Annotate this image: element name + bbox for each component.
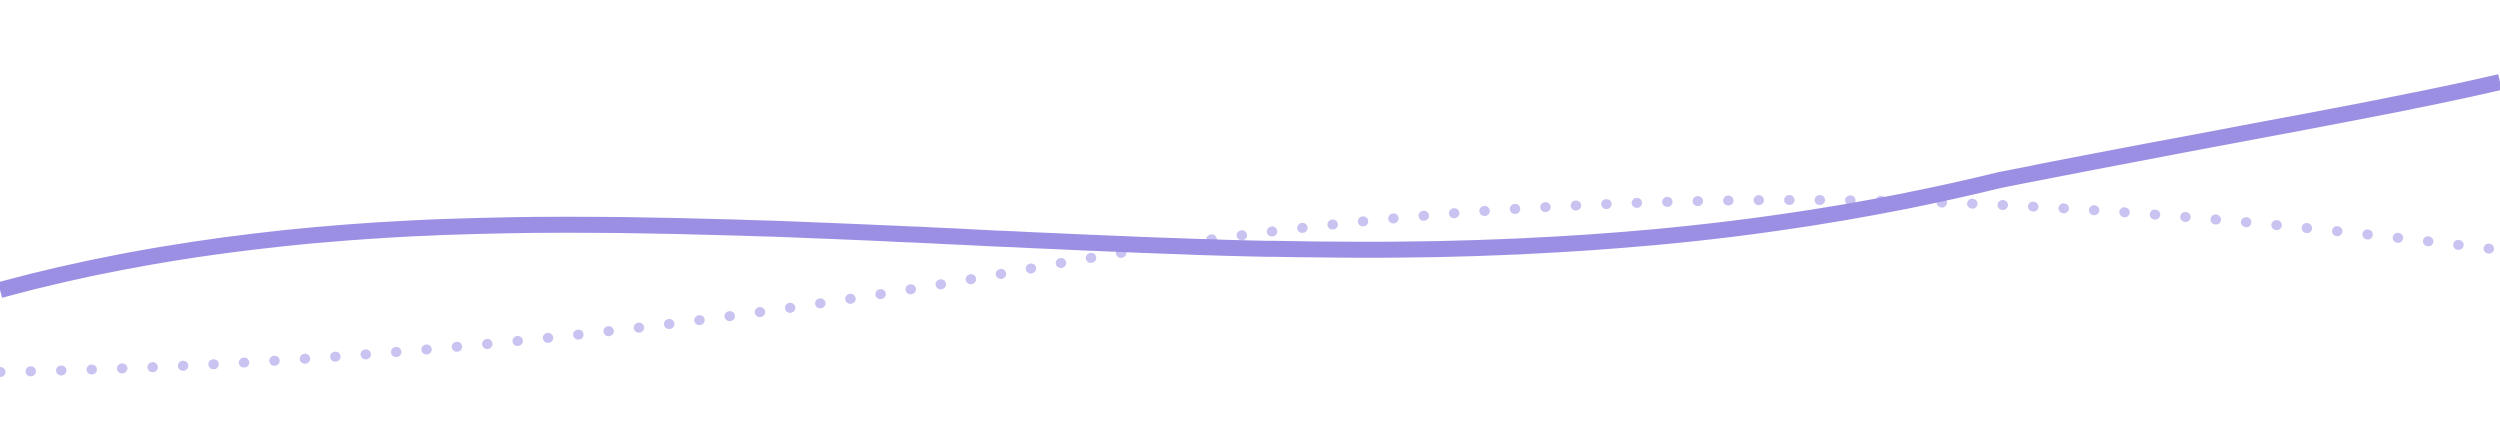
solid-wave-line — [0, 74, 2500, 298]
